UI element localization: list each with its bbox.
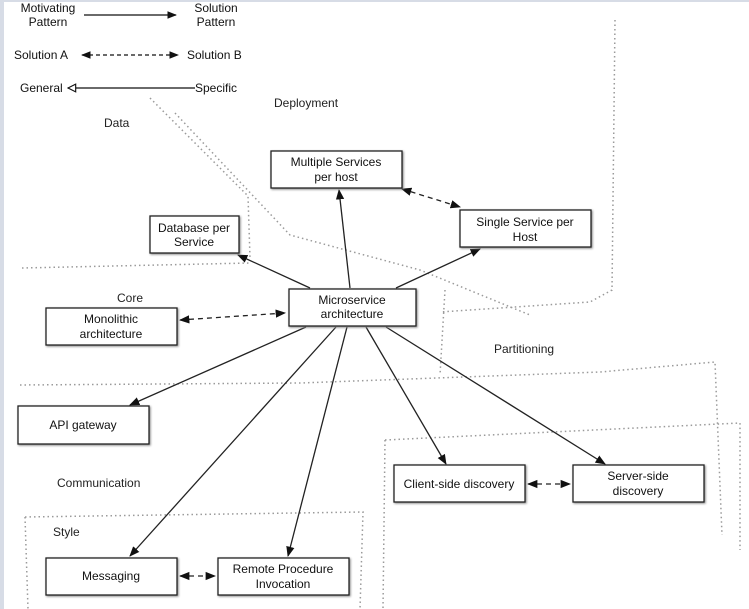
legend-motivating-line2: Pattern: [29, 15, 68, 29]
node-label-line2: per host: [314, 170, 358, 184]
boundary-partitioning-left: [439, 289, 446, 376]
node-label-line2: discovery: [613, 484, 664, 498]
region-label-core: Core: [117, 291, 143, 305]
region-label-partitioning: Partitioning: [494, 342, 554, 356]
legend-solution-line2: Pattern: [197, 15, 236, 29]
boundary-style-left: [24, 516, 29, 609]
edge-to-database-per-service: [237, 254, 311, 289]
region-boundaries: [19, 19, 741, 609]
node-remote-procedure-invocation[interactable]: Remote Procedure Invocation: [217, 557, 350, 596]
edge-to-rpi: [286, 326, 348, 558]
node-monolithic-architecture[interactable]: Monolithic architecture: [45, 307, 178, 346]
legend-solution-a: Solution A: [14, 48, 68, 62]
region-label-style: Style: [53, 525, 80, 539]
node-single-service-per-host[interactable]: Single Service per Host: [459, 209, 592, 248]
nodes: Microservice architecture Monolithic arc…: [17, 150, 705, 596]
edge-to-messaging: [129, 326, 337, 557]
legend-solution-line1: Solution: [194, 1, 237, 15]
boundary-data-core: [21, 262, 251, 269]
node-label: Messaging: [82, 569, 140, 583]
edge-to-api-gateway: [129, 326, 307, 406]
node-label-line2: architecture: [321, 307, 384, 321]
legend-general: General: [20, 81, 63, 95]
legend-motivating-line1: Motivating: [21, 1, 76, 15]
legend-solution-b: Solution B: [187, 48, 242, 62]
edges: [129, 188, 606, 558]
node-label: API gateway: [49, 418, 116, 432]
node-label-line1: Single Service per: [476, 215, 573, 229]
node-label-line2: Invocation: [256, 577, 311, 591]
boundary-style: [24, 511, 364, 609]
region-label-data: Data: [104, 116, 130, 130]
node-label-line1: Server-side: [607, 469, 669, 483]
node-label-line1: Multiple Services: [291, 155, 382, 169]
node-label-line2: Host: [513, 230, 538, 244]
node-label-line1: Database per: [158, 221, 230, 235]
boundary-data-deployment: [149, 97, 251, 259]
boundary-core-bottom: [19, 361, 723, 536]
legend-specific: Specific: [195, 81, 237, 95]
node-messaging[interactable]: Messaging: [45, 557, 178, 596]
region-label-deployment: Deployment: [274, 96, 339, 110]
boundary-deployment-right: [439, 19, 616, 313]
edge-to-server-discovery: [385, 326, 606, 465]
boundary-deployment-left: [174, 112, 531, 316]
node-api-gateway[interactable]: API gateway: [17, 405, 150, 445]
node-multiple-services-per-host[interactable]: Multiple Services per host: [270, 150, 403, 189]
edge-to-client-discovery: [365, 326, 447, 465]
alt-multiple-single: [401, 187, 461, 209]
legend: Motivating Pattern Solution Pattern Solu…: [14, 1, 242, 95]
node-label-line2: Service: [174, 235, 214, 249]
node-label: Client-side discovery: [404, 477, 515, 491]
edge-to-multiple-services: [335, 188, 351, 289]
boundary-discovery-left: [382, 439, 386, 609]
node-label-line2: architecture: [80, 327, 143, 341]
edge-to-single-service: [395, 248, 481, 289]
node-microservice-architecture[interactable]: Microservice architecture: [288, 288, 417, 327]
alt-monolithic-microservice: [178, 309, 287, 324]
node-label-line1: Monolithic: [84, 312, 138, 326]
node-client-side-discovery[interactable]: Client-side discovery: [393, 464, 526, 503]
alternative-edges: [178, 187, 572, 581]
region-label-communication: Communication: [57, 476, 140, 490]
node-server-side-discovery[interactable]: Server-side discovery: [572, 464, 705, 503]
node-label-line1: Microservice: [318, 293, 386, 307]
region-labels: Deployment Data Core Partitioning Commun…: [53, 96, 554, 539]
node-label-line1: Remote Procedure: [233, 562, 334, 576]
node-database-per-service[interactable]: Database per Service: [149, 215, 240, 254]
boundary-discovery: [384, 422, 741, 550]
